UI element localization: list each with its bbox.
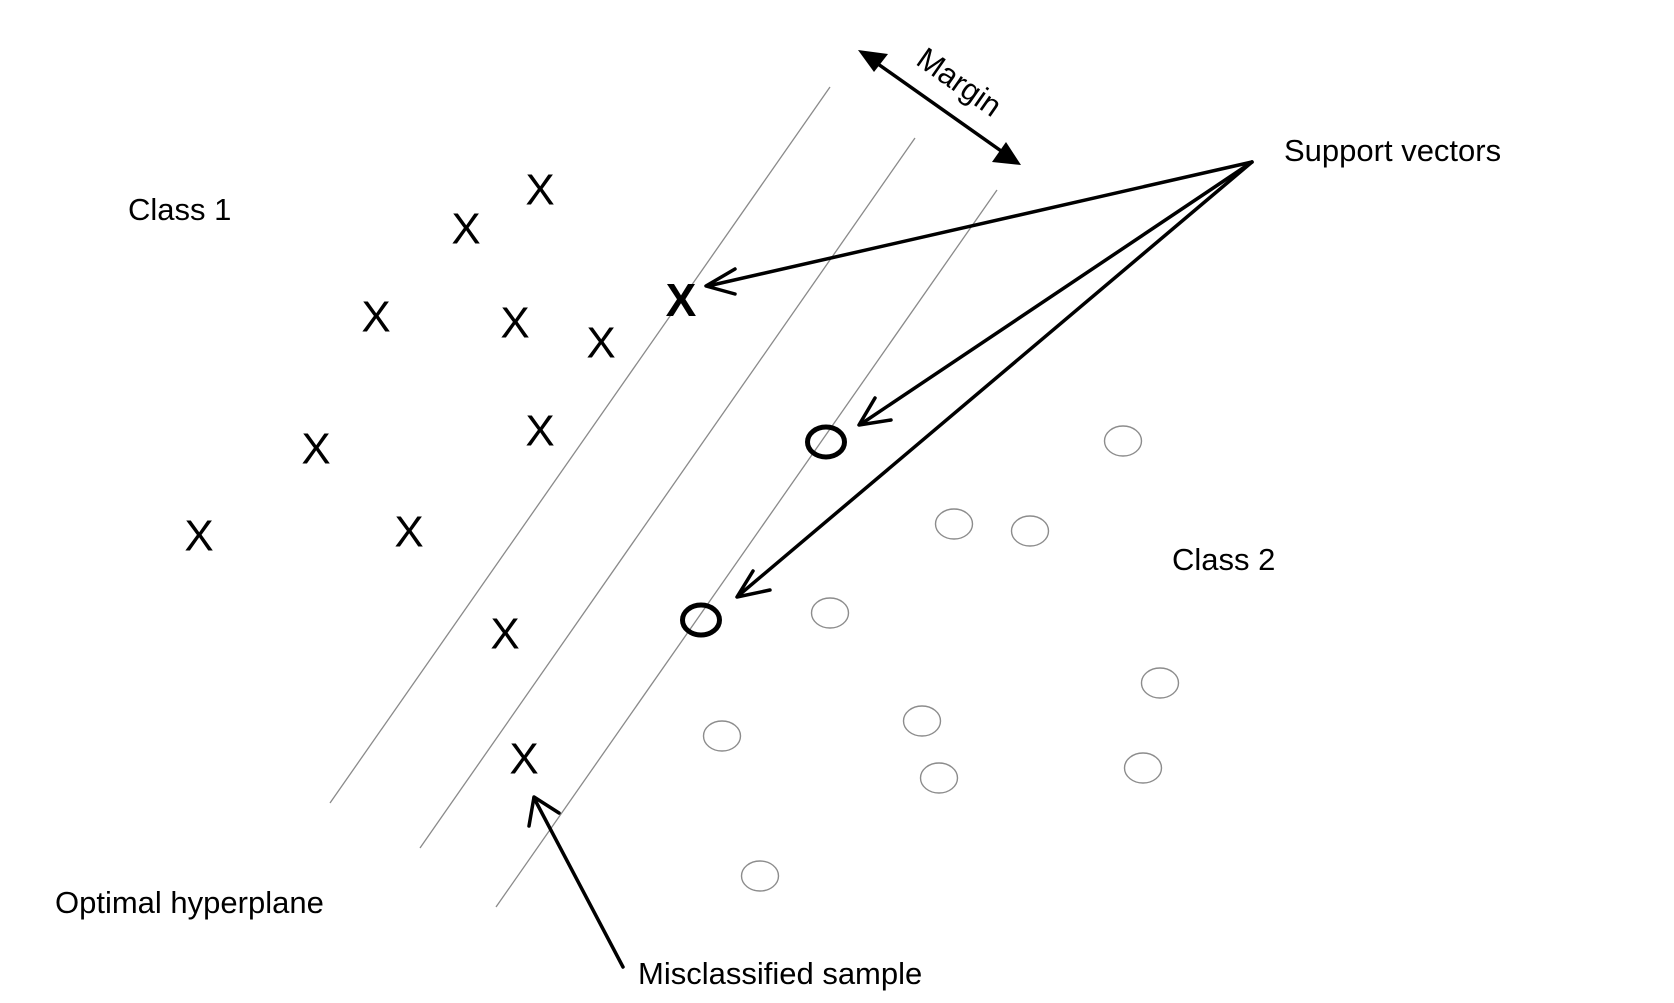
support-vector-arrows: [704, 160, 1254, 599]
class1-label: Class 1: [128, 192, 231, 227]
class1-point: X: [525, 407, 554, 456]
support-vector-circle: [805, 424, 847, 460]
optimal-hyperplane-line: [419, 137, 916, 849]
class2-point: [810, 597, 850, 629]
class2-point: [934, 508, 974, 540]
class2-point: [902, 705, 942, 737]
margin-boundary-class2: [495, 189, 998, 908]
class2-point: [1103, 425, 1143, 457]
support-vector-circle: [680, 602, 722, 638]
class1-point: X: [525, 166, 554, 215]
class2-point: [1123, 752, 1163, 784]
class1-point: X: [184, 512, 213, 561]
support-vector-arrow-cross: [706, 160, 1254, 288]
misclassified-point: X: [509, 735, 538, 784]
class2-point: [1140, 667, 1180, 699]
class1-points: X X X X X X X X X X X X: [184, 166, 696, 784]
margin-label: Margin: [910, 41, 1008, 124]
class2-point: [740, 860, 780, 892]
class1-point: X: [490, 610, 519, 659]
class1-point: X: [500, 299, 529, 348]
margin-arrowhead-start: [858, 50, 888, 72]
class2-label: Class 2: [1172, 542, 1275, 577]
class2-point: [919, 762, 959, 794]
misclassified-sample-label: Misclassified sample: [638, 956, 922, 991]
misclassified-arrow: [527, 795, 625, 969]
class1-point: X: [586, 319, 615, 368]
class1-point: X: [451, 205, 480, 254]
class1-point: X: [394, 508, 423, 557]
optimal-hyperplane-label: Optimal hyperplane: [55, 885, 324, 920]
class1-point: X: [301, 425, 330, 474]
support-vector-arrow-circle-upper: [859, 160, 1254, 426]
class2-points: [680, 424, 1180, 892]
margin-boundary-class1: [329, 86, 831, 804]
margin-arrow: [858, 50, 1021, 165]
class1-point: X: [361, 293, 390, 342]
class2-point: [702, 720, 742, 752]
margin-arrowhead-end: [992, 142, 1021, 165]
class2-point: [1010, 515, 1050, 547]
support-vectors-label: Support vectors: [1284, 133, 1501, 168]
support-vector-arrow-circle-lower: [736, 160, 1254, 598]
support-vector-cross: X: [666, 274, 697, 326]
